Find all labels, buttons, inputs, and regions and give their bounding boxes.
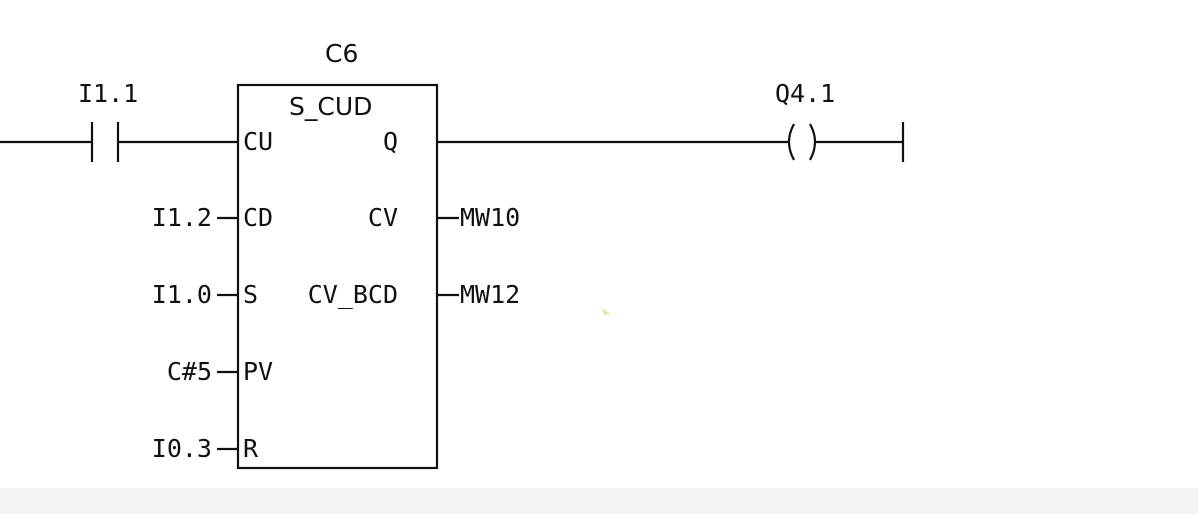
coil-icon[interactable]	[787, 123, 817, 161]
counter-type: S_CUD	[289, 92, 372, 121]
pin-s-label: S	[243, 280, 258, 309]
input-cd-operand[interactable]: I1.2	[152, 203, 212, 232]
pin-cv-bcd-label: CV_BCD	[308, 280, 398, 309]
pin-cd-label: CD	[243, 203, 273, 232]
contact-no-icon[interactable]	[90, 122, 120, 162]
pin-cu-label: CU	[243, 127, 273, 156]
input-s-operand[interactable]: I1.0	[152, 280, 212, 309]
input-pv-operand[interactable]: C#5	[167, 357, 212, 386]
pin-r-label: R	[243, 434, 259, 463]
counter-instance: C6	[325, 39, 358, 68]
output-cv-bcd-operand[interactable]: MW12	[460, 280, 520, 309]
pin-cv-label: CV	[368, 203, 398, 232]
contact-address: I1.1	[78, 79, 138, 108]
footer-strip	[0, 488, 1198, 514]
counter-block[interactable]	[236, 83, 439, 470]
pin-q-label: Q	[383, 127, 398, 156]
pin-pv-label: PV	[243, 357, 273, 386]
output-cv-operand[interactable]: MW10	[460, 203, 520, 232]
coil-address: Q4.1	[775, 79, 835, 108]
input-r-operand[interactable]: I0.3	[152, 434, 212, 463]
cursor-icon	[602, 308, 611, 315]
